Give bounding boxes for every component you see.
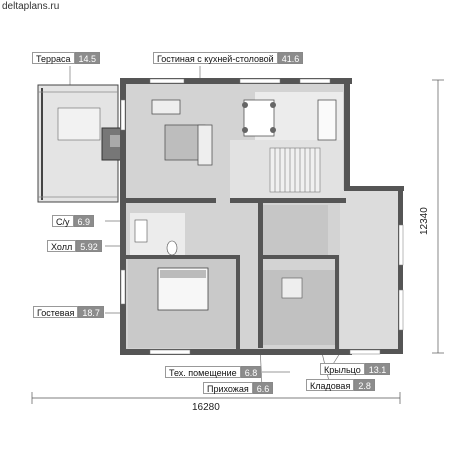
dimension-height: 12340 xyxy=(419,207,430,235)
terrace xyxy=(37,84,135,203)
room-area: 2.8 xyxy=(354,379,375,391)
room-label-terrace: Терраса 14.5 xyxy=(32,52,101,64)
room-label-tech: Тех. помещение 6.8 xyxy=(165,366,262,378)
dimension-lines xyxy=(31,79,444,404)
room-name: Тех. помещение xyxy=(165,366,241,378)
room-label-living: Гостиная с кухней-столовой 41.6 xyxy=(153,52,304,64)
windows xyxy=(120,78,404,355)
room-area: 41.6 xyxy=(277,52,304,64)
room-label-storage: Кладовая 2.8 xyxy=(306,379,375,391)
room-name: Кладовая xyxy=(306,379,355,391)
room-name: Прихожая xyxy=(203,382,253,394)
room-name: С/у xyxy=(52,215,74,227)
room-label-entry: Прихожая 6.6 xyxy=(203,382,274,394)
walls xyxy=(120,78,404,355)
room-label-hall: Холл 5.92 xyxy=(47,240,102,252)
house xyxy=(122,80,400,353)
room-name: Холл xyxy=(47,240,77,252)
room-name: Крыльцо xyxy=(320,363,365,375)
room-area: 14.5 xyxy=(74,52,101,64)
room-area: 6.6 xyxy=(252,382,274,394)
watermark-text: deltaplans.ru xyxy=(2,1,60,12)
room-label-bathroom: С/у 6.9 xyxy=(52,215,95,227)
room-area: 13.1 xyxy=(364,363,391,375)
room-label-guest: Гостевая 18.7 xyxy=(33,306,104,318)
room-area: 18.7 xyxy=(78,306,104,318)
room-area: 6.8 xyxy=(240,366,262,378)
room-area: 5.92 xyxy=(76,240,102,252)
room-name: Гостевая xyxy=(33,306,79,318)
room-name: Гостиная с кухней-столовой xyxy=(153,52,278,64)
room-label-porch: Крыльцо 13.1 xyxy=(320,363,391,375)
room-area: 6.9 xyxy=(73,215,95,227)
dimension-width: 16280 xyxy=(192,402,220,413)
room-name: Терраса xyxy=(32,52,75,64)
